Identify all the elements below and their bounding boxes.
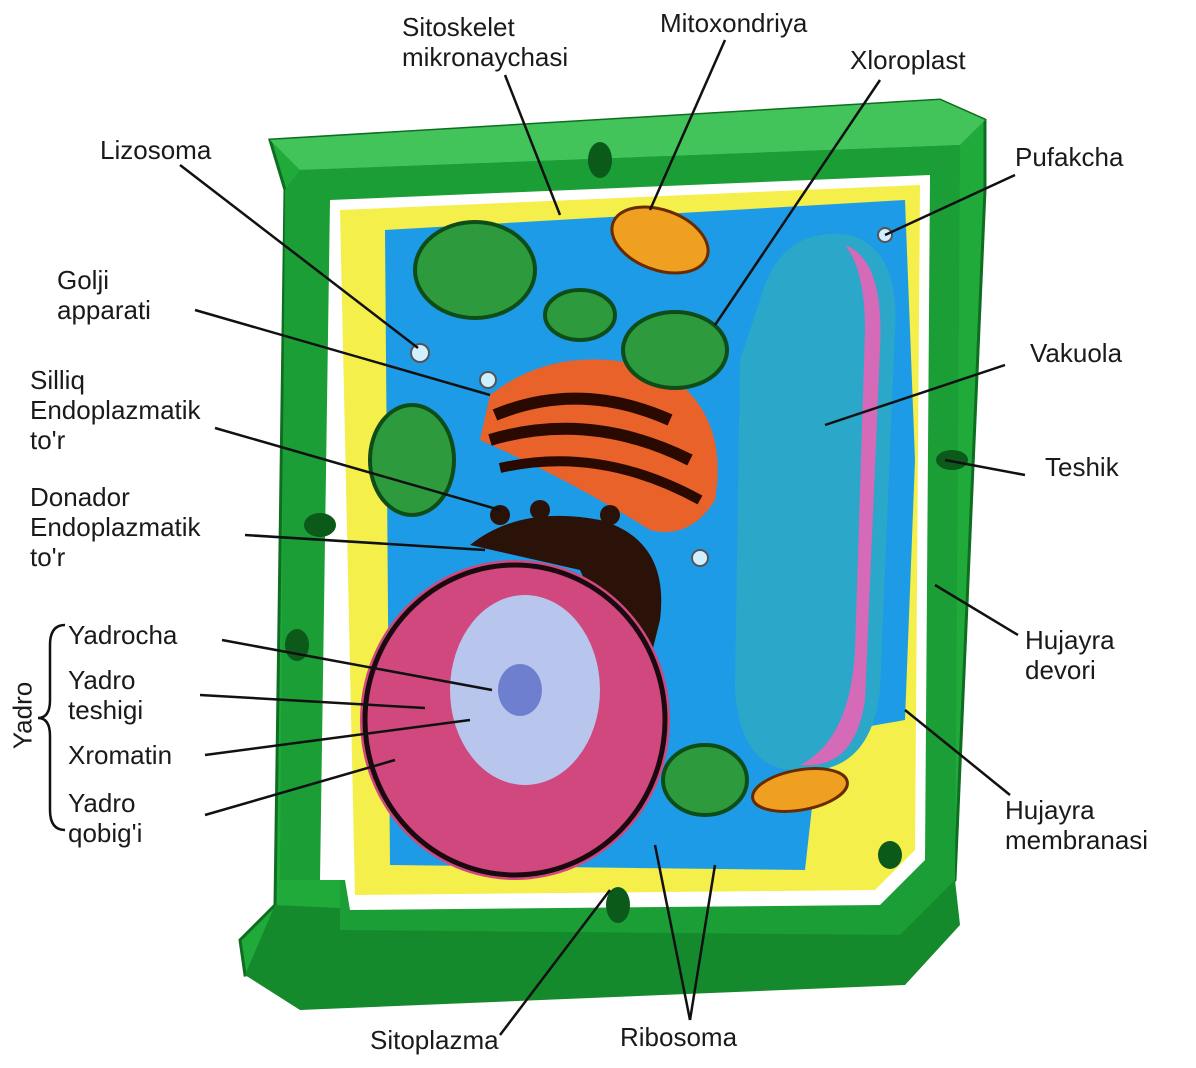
label-yadrocha: Yadrocha: [68, 620, 177, 650]
label-teshik: Teshik: [1045, 452, 1119, 482]
label-pufakcha: Pufakcha: [1015, 142, 1123, 172]
label-sitoplazma: Sitoplazma: [370, 1025, 499, 1055]
label-lizosoma: Lizosoma: [100, 135, 211, 165]
label-vakuola: Vakuola: [1030, 338, 1122, 368]
vacuole: [735, 234, 895, 771]
label-ribosoma: Ribosoma: [620, 1022, 737, 1052]
yadro-bracket: [38, 625, 65, 830]
label-xromatin: Xromatin: [68, 740, 172, 770]
label-yadro-group: Yadro: [8, 681, 39, 751]
nucleus: [360, 560, 670, 880]
label-mitoxondriya: Mitoxondriya: [660, 8, 807, 38]
label-xloroplast: Xloroplast: [850, 45, 966, 75]
